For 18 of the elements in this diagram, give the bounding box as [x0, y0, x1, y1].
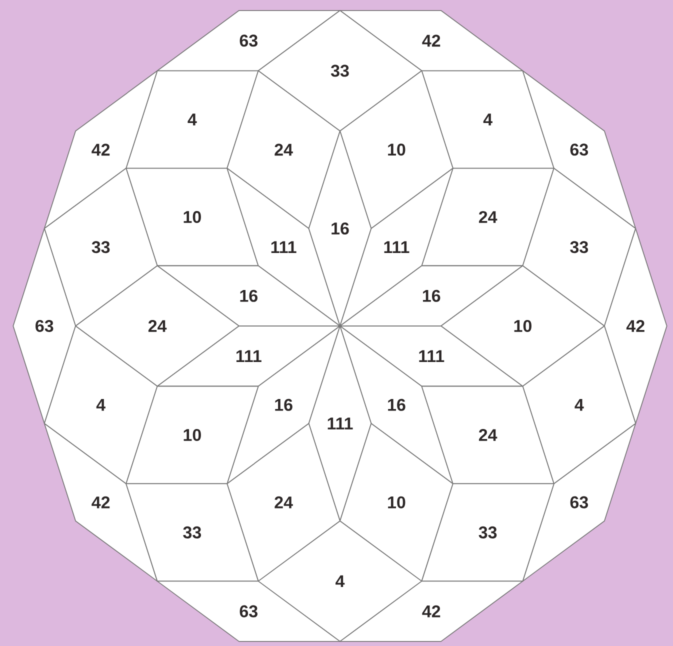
rhombus-tile: 4 — [258, 520, 422, 642]
rhombus-tile: 63 — [522, 70, 636, 229]
rhombus-tile: 33 — [421, 483, 554, 582]
rhombus-tile: 33 — [126, 483, 259, 582]
rhombus-tile: 10 — [126, 386, 259, 484]
rhombus-tile: 16 — [308, 130, 372, 326]
rhombus-tile: 111 — [308, 326, 372, 522]
rhombus-tile: 10 — [126, 168, 259, 266]
rhombus-tile: 4 — [421, 70, 554, 169]
rhombus-tile: 63 — [12, 228, 76, 424]
rhombus-tile: 63 — [522, 423, 636, 582]
rhombus-tile: 42 — [604, 228, 668, 424]
rhombus-tile: 24 — [421, 386, 554, 484]
rhombus-tile: 4 — [126, 70, 259, 169]
rhombus-tile: 33 — [258, 10, 422, 132]
rhombus-tile: 42 — [44, 70, 158, 229]
rhombus-tile: 24 — [421, 168, 554, 266]
rhombus-tile: 42 — [44, 423, 158, 582]
